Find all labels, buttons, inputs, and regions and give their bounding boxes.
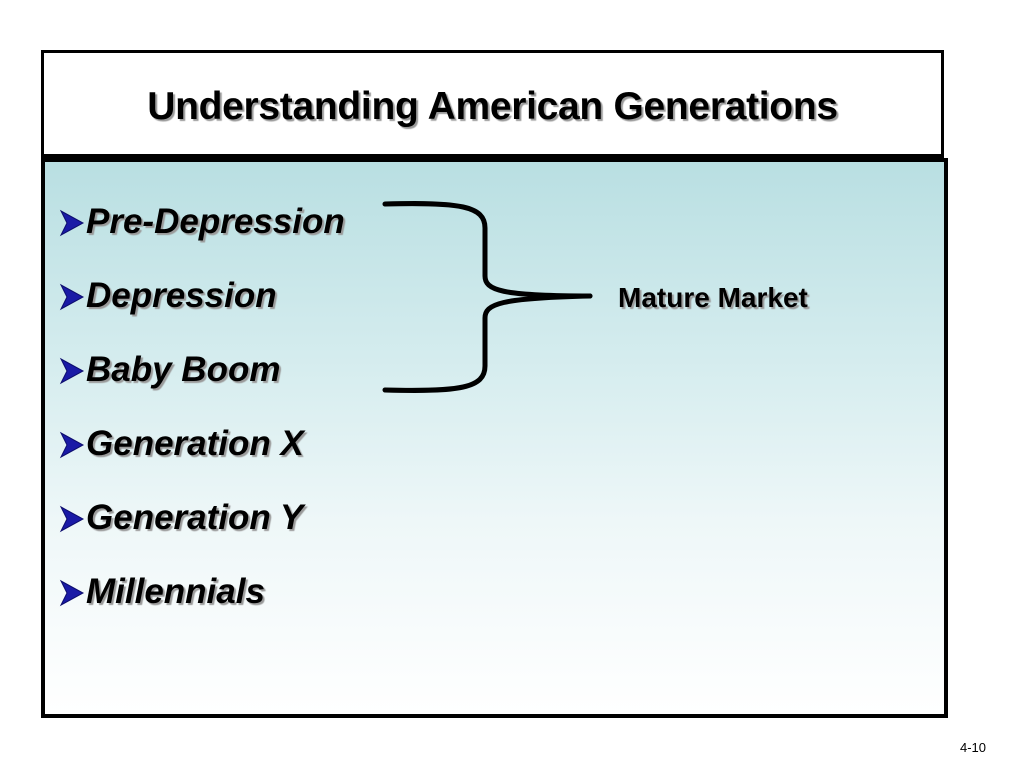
bullet-list: Pre-Depression Depression Baby Boom Gene… — [58, 200, 345, 644]
bullet-label: Millennials — [86, 572, 265, 611]
arrow-right-icon — [59, 431, 85, 459]
brace-label: Mature Market — [618, 282, 808, 313]
bullet-item-baby-boom: Baby Boom — [58, 348, 345, 422]
content-box — [41, 158, 948, 718]
page-number: 4-10 — [959, 740, 986, 755]
arrow-right-icon — [59, 209, 85, 237]
bullet-label: Baby Boom — [86, 350, 281, 389]
bullet-item-generation-y: Generation Y — [58, 496, 345, 570]
arrow-right-icon — [59, 579, 85, 607]
title-box: Understanding American Generations — [41, 50, 944, 158]
slide-title: Understanding American Generations — [147, 84, 838, 128]
right-curly-brace-icon — [382, 201, 593, 393]
arrow-right-icon — [59, 283, 85, 311]
bullet-item-millennials: Millennials — [58, 570, 345, 644]
arrow-right-icon — [59, 505, 85, 533]
bullet-label: Depression — [86, 276, 277, 315]
bullet-label: Generation X — [86, 424, 304, 463]
bullet-item-pre-depression: Pre-Depression — [58, 200, 345, 274]
arrow-right-icon — [59, 357, 85, 385]
bullet-label: Generation Y — [86, 498, 304, 537]
bullet-label: Pre-Depression — [86, 202, 345, 241]
bullet-item-generation-x: Generation X — [58, 422, 345, 496]
bullet-item-depression: Depression — [58, 274, 345, 348]
